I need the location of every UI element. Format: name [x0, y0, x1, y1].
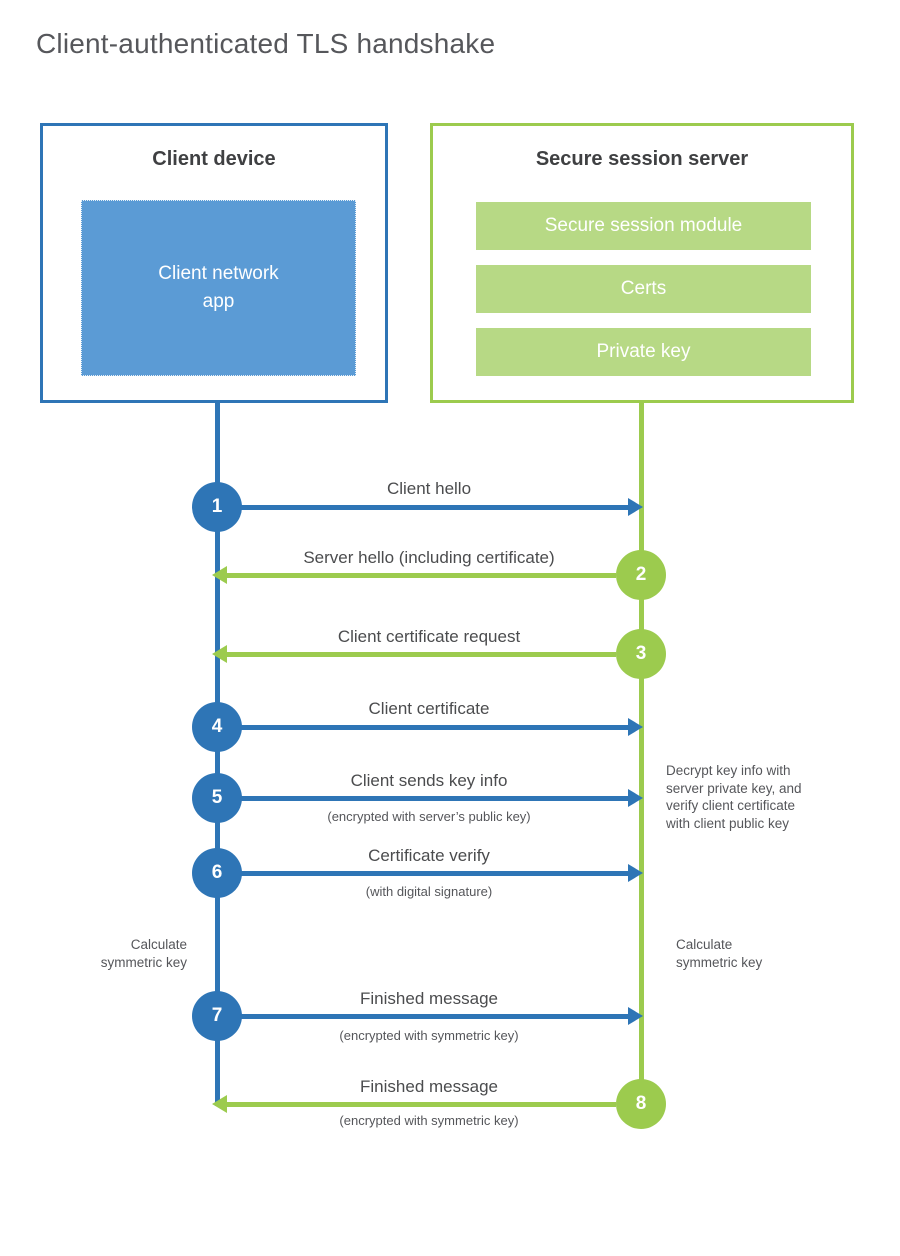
step-4-arrowhead-icon — [628, 718, 643, 736]
client-lifeline — [215, 403, 220, 1106]
step-3-arrow-shaft — [227, 652, 616, 657]
server-box: Secure session server Secure session mod… — [430, 123, 854, 403]
client-network-app-box: Client network app — [81, 200, 356, 376]
step-7-sublabel: (encrypted with symmetric key) — [339, 1028, 519, 1043]
step-3-arrowhead-icon — [212, 645, 227, 663]
step-2-arrow-shaft — [227, 573, 616, 578]
step-5-number: 5 — [211, 787, 223, 808]
client-device-title: Client device — [152, 148, 276, 170]
step-8-number: 8 — [635, 1093, 647, 1114]
step-8-sublabel: (encrypted with symmetric key) — [339, 1113, 519, 1128]
step-4-arrow-shaft — [240, 725, 628, 730]
step-1-number: 1 — [211, 496, 223, 517]
step-8-label: Finished message — [360, 1077, 498, 1096]
step-7-label: Finished message — [360, 989, 498, 1008]
note-decrypt-key-info: Decrypt key info with server private key… — [666, 763, 802, 831]
step-1-arrow-shaft — [240, 505, 628, 510]
step-4-label: Client certificate — [368, 699, 490, 718]
step-5-arrow-shaft — [240, 796, 628, 801]
step-4-number: 4 — [211, 716, 223, 737]
step-7-arrowhead-icon — [628, 1007, 643, 1025]
step-6-arrow-shaft — [240, 871, 628, 876]
step-5-sublabel: (encrypted with server’s public key) — [327, 809, 531, 824]
server-module-private-key: Private key — [476, 328, 811, 376]
client-device-box: Client device Client network app — [40, 123, 388, 403]
step-7-badge: 7 — [192, 991, 242, 1041]
step-6-arrowhead-icon — [628, 864, 643, 882]
step-1-badge: 1 — [192, 482, 242, 532]
step-2-arrowhead-icon — [212, 566, 227, 584]
server-title: Secure session server — [535, 148, 749, 170]
page-title: Client-authenticated TLS handshake — [36, 28, 496, 59]
step-7-number: 7 — [211, 1005, 223, 1026]
step-6-badge: 6 — [192, 848, 242, 898]
step-1-arrowhead-icon — [628, 498, 643, 516]
server-lifeline — [639, 403, 644, 1106]
step-6-sublabel: (with digital signature) — [365, 884, 493, 899]
step-3-number: 3 — [635, 643, 647, 664]
step-6-label: Certificate verify — [368, 846, 490, 865]
step-3-label: Client certificate request — [337, 627, 521, 646]
step-6-number: 6 — [211, 862, 223, 883]
note-calculate-symmetric-key-client: Calculate symmetric key — [100, 937, 187, 970]
server-module-certs: Certs — [476, 265, 811, 313]
step-8-badge: 8 — [616, 1079, 666, 1129]
step-8-arrow-shaft — [227, 1102, 616, 1107]
note-calculate-symmetric-key-server: Calculate symmetric key — [676, 937, 763, 970]
step-2-number: 2 — [635, 564, 647, 585]
step-4-badge: 4 — [192, 702, 242, 752]
step-5-badge: 5 — [192, 773, 242, 823]
step-5-label: Client sends key info — [350, 771, 508, 790]
step-7-arrow-shaft — [240, 1014, 628, 1019]
server-module-secure-session: Secure session module — [476, 202, 811, 250]
step-5-arrowhead-icon — [628, 789, 643, 807]
step-1-label: Client hello — [386, 479, 472, 498]
step-2-badge: 2 — [616, 550, 666, 600]
step-8-arrowhead-icon — [212, 1095, 227, 1113]
step-2-label: Server hello (including certificate) — [303, 548, 555, 567]
step-3-badge: 3 — [616, 629, 666, 679]
